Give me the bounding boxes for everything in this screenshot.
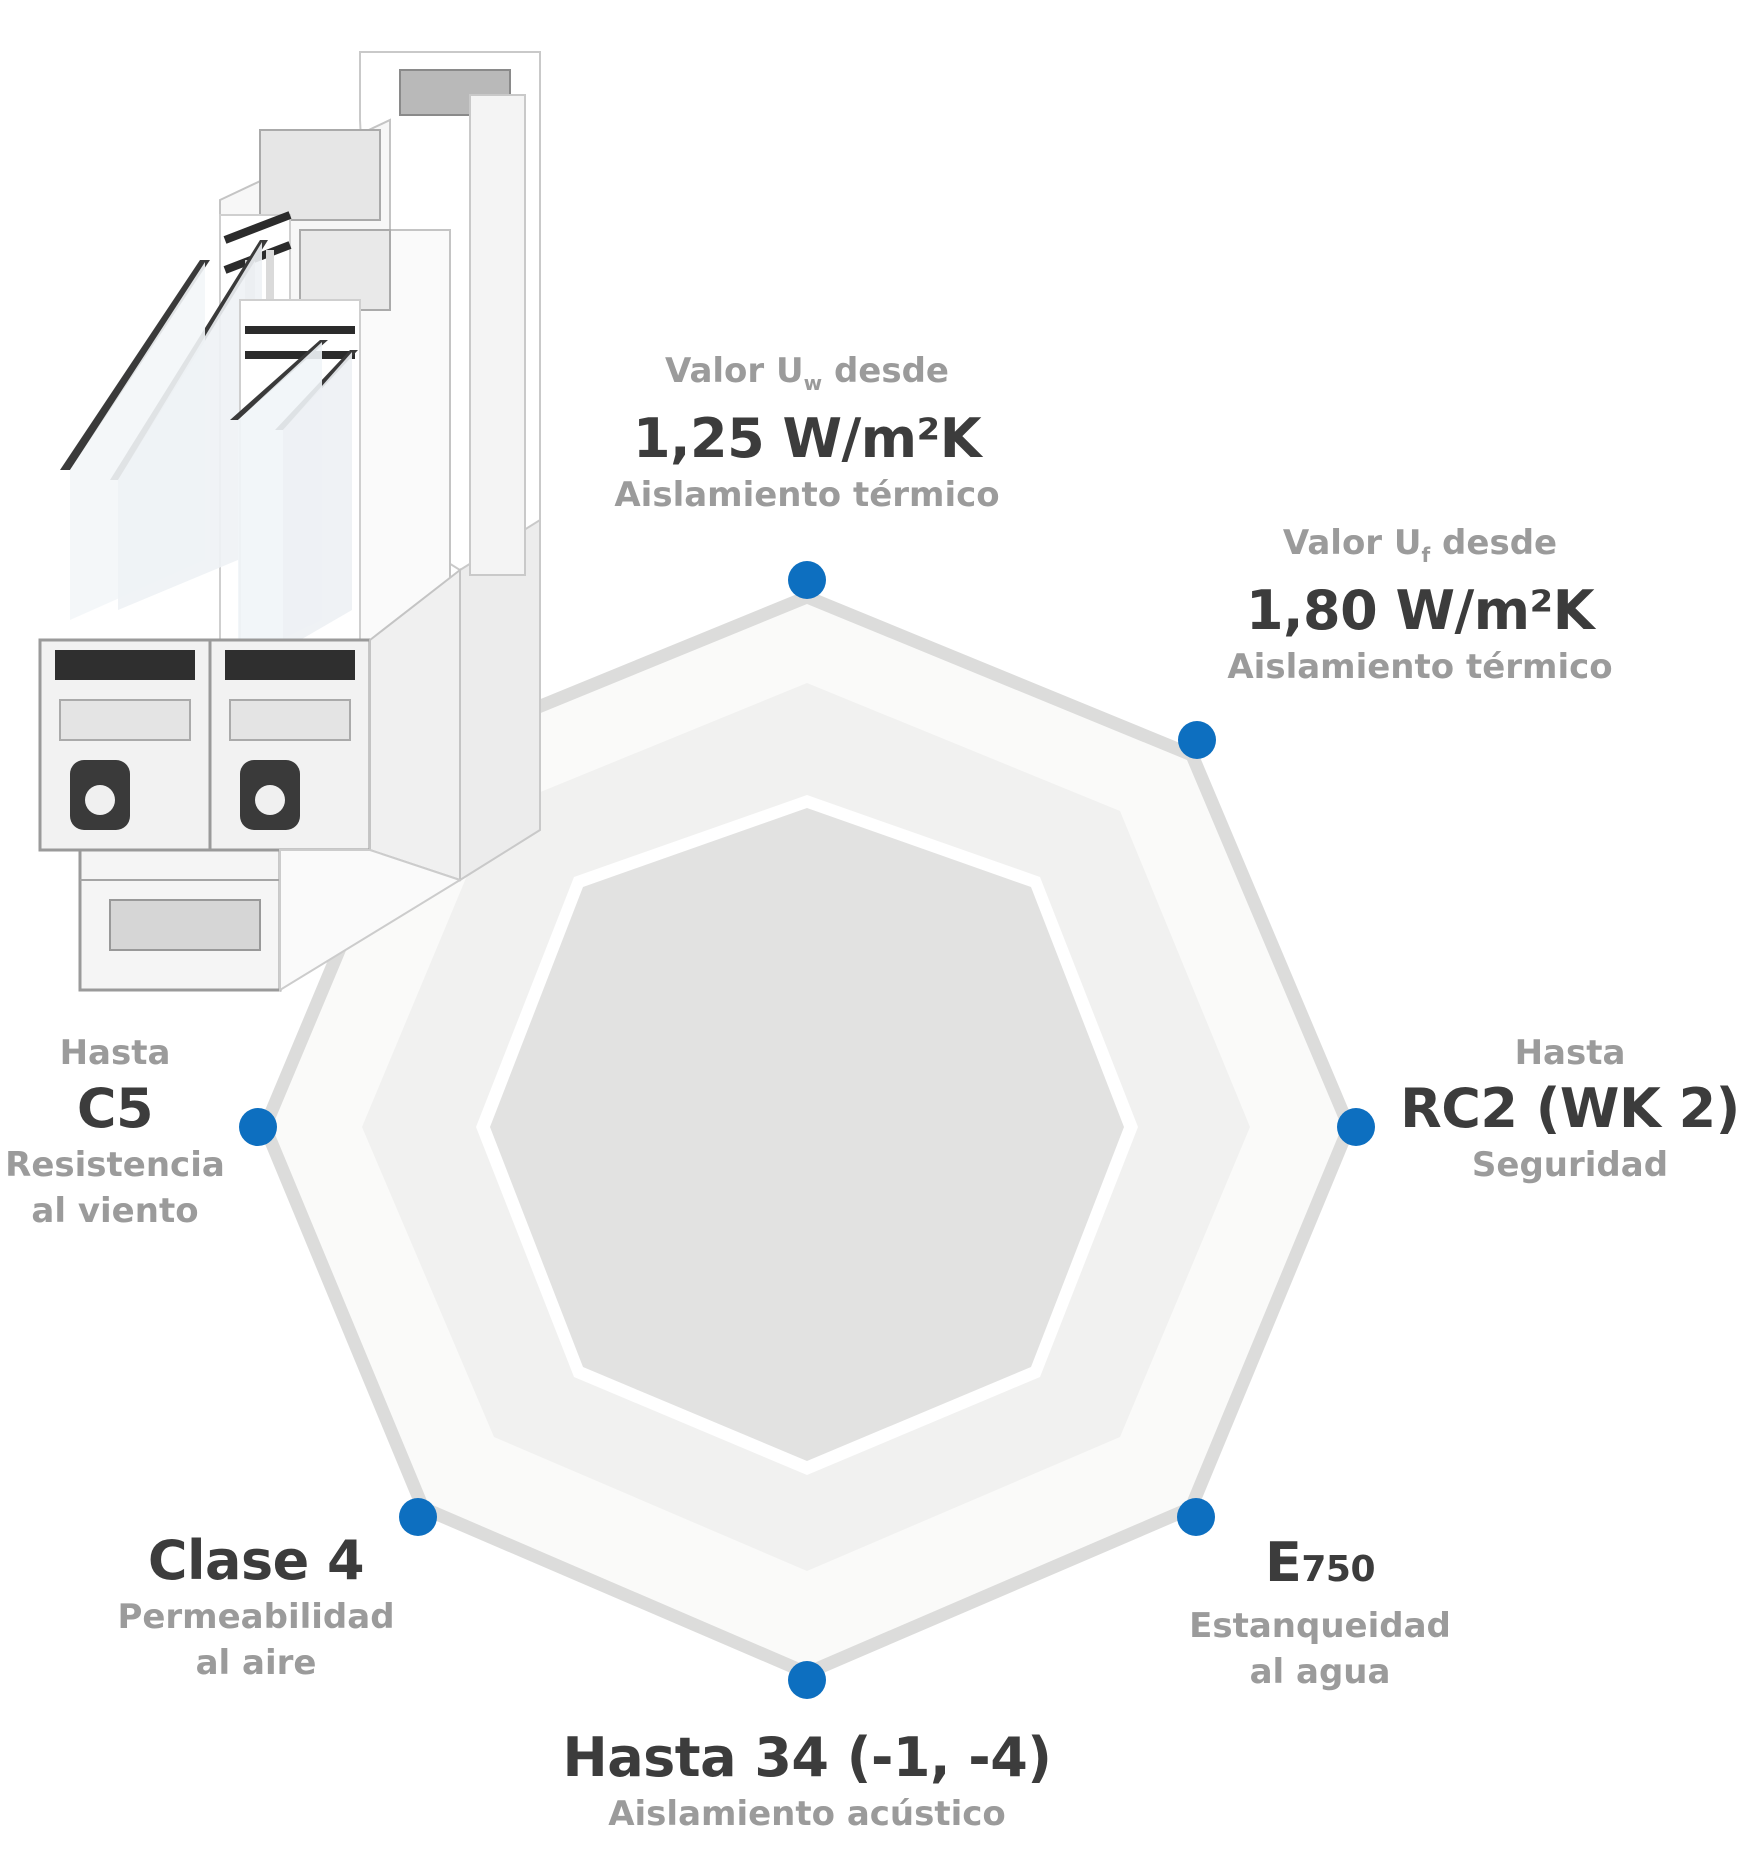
feature-acoustic: Hasta 34 (-1, -4) Aislamiento acústico [497,1725,1117,1837]
octagon-inner [490,808,1124,1461]
marker-dot-security [1337,1108,1375,1146]
marker-dot-wind [239,1108,277,1146]
feature-uw-value: 1,25 W/m²K [632,407,982,470]
feature-wind-caption-2: al viento [31,1191,199,1231]
feature-security-prefix: Hasta [1514,1033,1626,1073]
feature-air-value: Clase 4 [147,1529,365,1592]
marker-dot-air [399,1498,437,1536]
marker-dot-acoustic [788,1661,826,1699]
feature-wind: Hasta C5 Resistencia al viento [0,1030,230,1234]
feature-water-caption-1: Estanqueidad [1189,1606,1451,1646]
feature-dots [239,561,1375,1699]
feature-wind-caption-1: Resistencia [5,1145,225,1185]
feature-uw-prefix: Valor Uw desde [665,351,949,395]
feature-uf-prefix: Valor Uf desde [1282,523,1558,567]
feature-wind-value: C5 [76,1077,154,1140]
feature-security-value: RC2 (WK 2) [1400,1077,1740,1140]
window-profile-cross-section [38,51,541,992]
feature-uf: Valor Uf desde 1,80 W/m²K Aislamiento té… [1220,520,1620,690]
feature-acoustic-caption: Aislamiento acústico [608,1794,1006,1834]
feature-security-caption: Seguridad [1471,1145,1669,1185]
feature-water-value: E750 [1264,1531,1376,1594]
marker-dot-uf [1178,721,1216,759]
feature-air-caption-2: al aire [195,1643,317,1683]
feature-air: Clase 4 Permeabilidad al aire [96,1528,416,1686]
feature-uf-value: 1,80 W/m²K [1245,579,1595,642]
feature-security: Hasta RC2 (WK 2) Seguridad [1400,1030,1740,1188]
feature-acoustic-value: Hasta 34 (-1, -4) [562,1726,1052,1789]
marker-dot-uw [788,561,826,599]
feature-air-caption-1: Permeabilidad [117,1597,395,1637]
feature-water: E750 Estanqueidad al agua [1170,1530,1470,1695]
marker-dot-water [1177,1498,1215,1536]
feature-uw: Valor Uw desde 1,25 W/m²K Aislamiento té… [607,348,1007,518]
feature-water-caption-2: al agua [1249,1652,1391,1692]
feature-uf-caption: Aislamiento térmico [1227,647,1613,687]
feature-wind-prefix: Hasta [59,1033,171,1073]
feature-uw-caption: Aislamiento térmico [614,475,1000,515]
